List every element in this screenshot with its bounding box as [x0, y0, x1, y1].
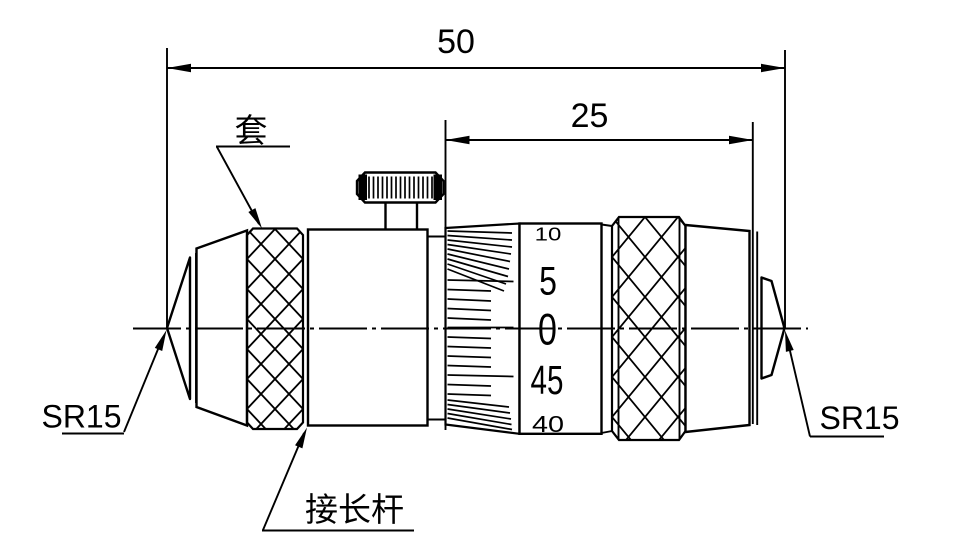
scale-number-5: 5 — [539, 258, 557, 303]
scale-number-10: 10 — [535, 223, 562, 245]
micrometer-body: 10 5 0 45 40 — [165, 171, 786, 442]
sr15-right-leader-arrow — [785, 330, 794, 352]
leader-extension-rod: 接长杆 — [262, 427, 414, 532]
face-chamfer-top — [601, 223, 613, 227]
arrowhead-25-right — [729, 135, 753, 145]
scale-number-45: 45 — [531, 357, 564, 403]
extension-rod-body — [306, 228, 429, 427]
lock-knob — [355, 171, 445, 230]
extension-rod-leader-arrow — [295, 427, 307, 449]
arrowhead-25-left — [445, 135, 470, 145]
sr15-left-leader-line — [123, 336, 164, 433]
arrowhead-50-left — [167, 63, 191, 73]
dim-50-label: 50 — [437, 23, 475, 61]
knob-knurling — [368, 176, 433, 199]
leader-sr15-left: SR15 — [41, 330, 167, 435]
dimension-25: 25 — [444, 97, 754, 430]
sleeve-label: 套 — [235, 112, 268, 149]
sr15-left-label: SR15 — [41, 399, 121, 435]
dimension-50: 50 — [166, 23, 786, 329]
dim-25-label: 25 — [571, 97, 609, 135]
arrowhead-50-right — [761, 63, 785, 73]
thimble-scale-numbers: 10 5 0 45 40 — [531, 223, 564, 437]
leader-sleeve: 套 — [216, 112, 290, 229]
leader-sr15-right: SR15 — [785, 330, 900, 438]
scale-number-40: 40 — [532, 411, 564, 438]
sr15-right-label: SR15 — [819, 400, 899, 436]
scale-number-0: 0 — [538, 305, 557, 355]
sr15-left-leader-arrow — [154, 330, 167, 351]
thimble-graduations — [447, 230, 514, 431]
extension-rod-label: 接长杆 — [305, 491, 404, 528]
extension-rod-leader-line — [262, 432, 305, 531]
face-chamfer-bottom — [601, 430, 613, 434]
sleeve-leader-arrow — [248, 208, 262, 229]
sr15-right-leader-line — [786, 337, 811, 437]
